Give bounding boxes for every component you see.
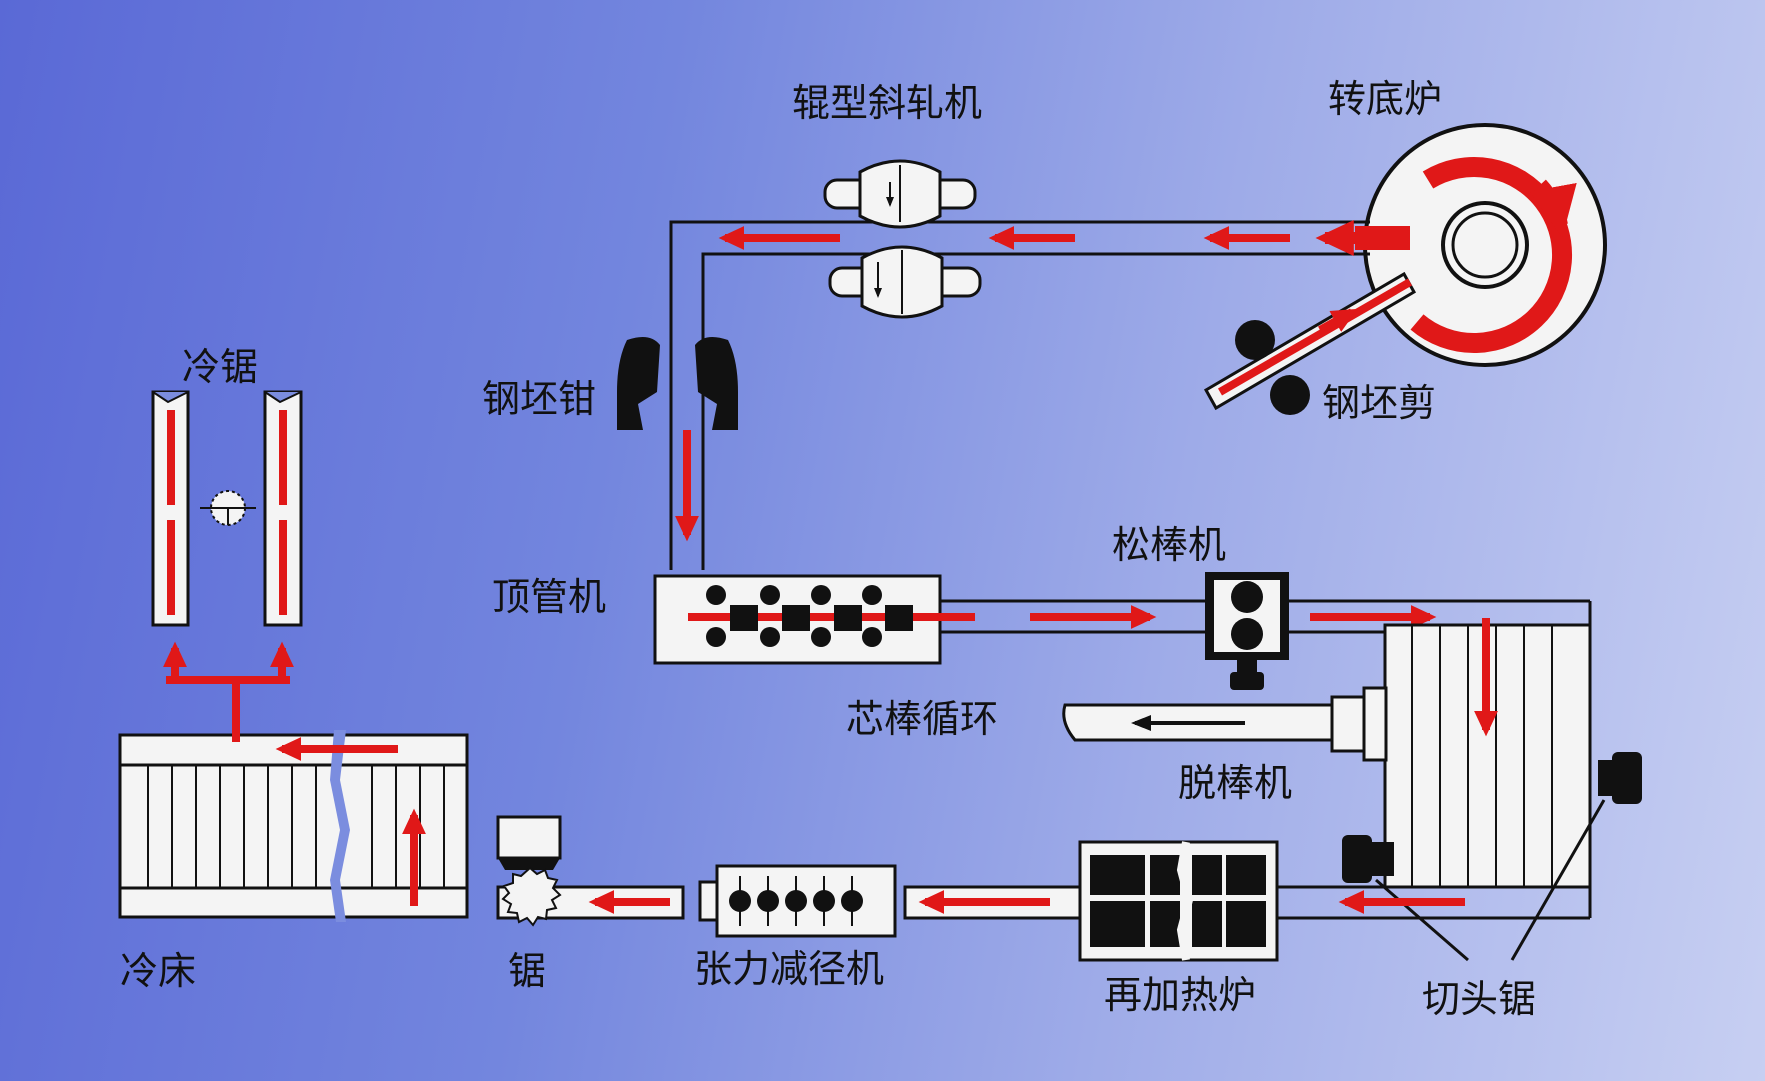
label-stretch-reducer: 张力减径机: [694, 947, 885, 991]
label-piercing-mill: 辊型斜轧机: [792, 81, 983, 125]
label-rotary-furnace: 转底炉: [1328, 77, 1443, 121]
mandrel-extractor: [1062, 686, 1388, 762]
billet-tongs: [617, 336, 738, 430]
stretch-reducer: [698, 864, 897, 938]
reheat-furnace: [1078, 840, 1279, 962]
label-saw: 锯: [508, 949, 547, 993]
label-extractor: 脱棒机: [1178, 761, 1293, 805]
label-cooling-bed: 冷床: [120, 949, 197, 993]
flying-saw: [496, 815, 562, 927]
transfer-bed: [1383, 601, 1592, 918]
label-mandrel-cycle: 芯棒循环: [846, 697, 999, 741]
cooling-bed: [118, 680, 469, 922]
label-crop-saw: 切头锯: [1422, 977, 1537, 1021]
billet-chute: [1203, 271, 1417, 411]
label-loosening-mill: 松棒机: [1112, 523, 1227, 567]
rotary-furnace: [1363, 123, 1607, 367]
label-billet-shear: 钢坯剪: [1322, 381, 1437, 425]
billet-shear-rolls: [1235, 320, 1310, 415]
label-billet-tongs: 钢坯钳: [482, 377, 597, 421]
top-roller-table: [669, 220, 1410, 570]
piercing-mill-rolls: [823, 159, 982, 319]
loosening-mill: [1205, 572, 1289, 690]
label-push-bench: 顶管机: [492, 575, 607, 619]
bottom-roller-line: [496, 885, 1592, 920]
cold-saw: [151, 390, 303, 684]
label-reheat-furnace: 再加热炉: [1104, 973, 1257, 1017]
push-bench: [653, 574, 1590, 665]
crop-saws: [1342, 752, 1642, 962]
label-cold-saw: 冷锯: [182, 345, 259, 389]
